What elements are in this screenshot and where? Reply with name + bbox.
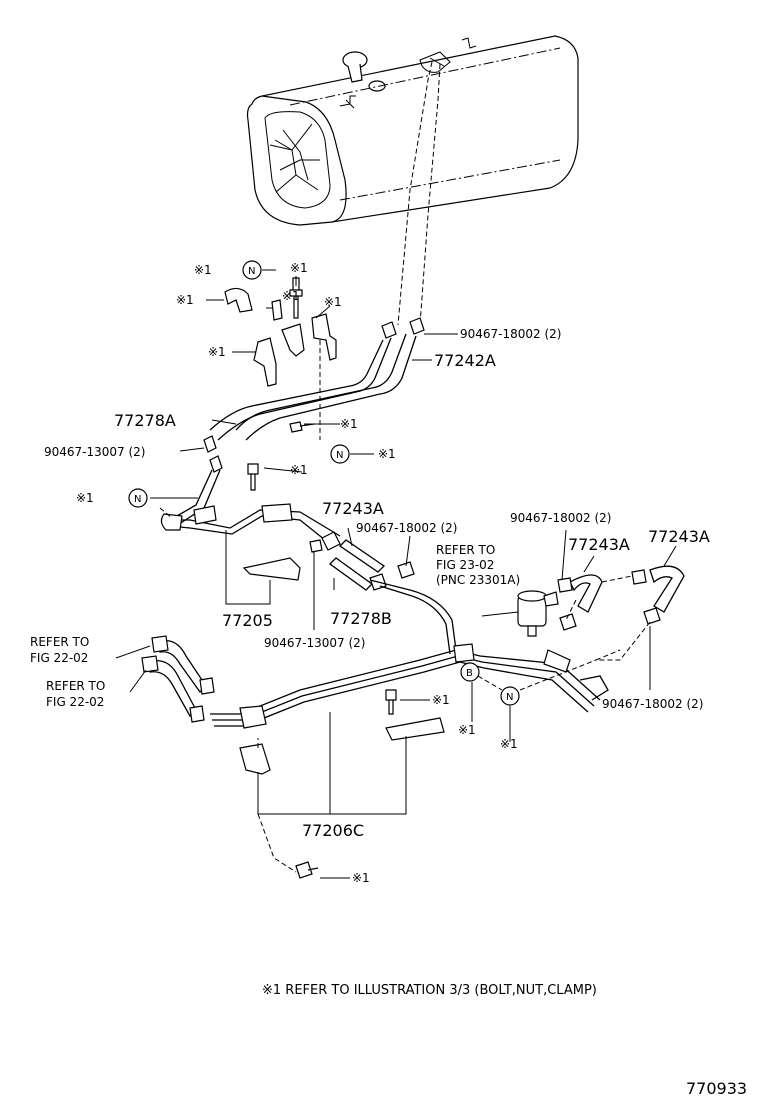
nut-n-icon-3 (128, 488, 148, 508)
nut-n-icon-4 (500, 686, 520, 706)
fuel-tank (246, 35, 579, 226)
n-letter-2: N (336, 450, 343, 461)
ref-mark-12: ※1 (458, 723, 476, 737)
ref-mark-7: ※1 (340, 417, 358, 431)
label-90467-13007-top: 90467-13007 (2) (44, 445, 146, 459)
refer-fig22b-line1: REFER TO (46, 679, 105, 693)
circle-letters: N N N B N (134, 266, 513, 703)
label-90467-18002-right: 90467-18002 (2) (510, 511, 612, 525)
ref-marks: ※1 ※1 ※1 ※1 ※1 ※1 ※1 ※1 ※1 ※1 ※1 ※1 ※1 ※… (76, 261, 518, 885)
ref-mark-14: ※1 (352, 871, 370, 885)
hoses-mid (309, 531, 415, 591)
refer-fig22b-line2: FIG 22-02 (46, 695, 104, 709)
ref-mark-10: ※1 (76, 491, 94, 505)
ref-mark-11: ※1 (432, 693, 450, 707)
bolt-b-icon (460, 662, 480, 682)
pipes-77242A-77278A (203, 317, 425, 473)
nut-n-icon-2 (330, 444, 350, 464)
label-77242A: 77242A (434, 351, 496, 370)
leader-lines (115, 269, 677, 879)
label-77205: 77205 (222, 611, 273, 630)
refer-fig22a-line2: FIG 22-02 (30, 651, 88, 665)
refer-fig23-line1: REFER TO (436, 543, 495, 557)
ref-mark-3: ※1 (176, 293, 194, 307)
footer: ※1 REFER TO ILLUSTRATION 3/3 (BOLT,NUT,C… (262, 983, 747, 1098)
ref-mark-6: ※1 (208, 345, 226, 359)
reference-labels: REFER TO FIG 23-02 (PNC 23301A) REFER TO… (30, 543, 520, 709)
diagram-id: 770933 (686, 1079, 747, 1098)
label-77206C: 77206C (302, 821, 364, 840)
b-letter: B (466, 668, 473, 679)
n-letter-3: N (134, 494, 141, 505)
refer-fig23-line3: (PNC 23301A) (436, 573, 520, 587)
refer-fig22a-line1: REFER TO (30, 635, 89, 649)
n-letter-4: N (506, 692, 513, 703)
label-77278B: 77278B (330, 609, 392, 628)
label-90467-18002-br: 90467-18002 (2) (602, 697, 704, 711)
n-letter-1: N (248, 266, 255, 277)
label-77243A-r2: 77243A (648, 527, 710, 546)
footer-note: ※1 REFER TO ILLUSTRATION 3/3 (BOLT,NUT,C… (262, 983, 597, 998)
ref-mark-1: ※1 (194, 263, 212, 277)
ref-mark-4: ※1 (282, 289, 300, 303)
tank-line-guides (397, 61, 441, 326)
canister-assembly (481, 565, 685, 701)
nut-n-icon-1 (242, 260, 262, 280)
part-labels: 90467-18002 (2) 77242A 77278A 90467-1300… (44, 327, 710, 840)
ref-mark-9: ※1 (290, 463, 308, 477)
assembly-77205 (128, 463, 341, 605)
ref-mark-8: ※1 (378, 447, 396, 461)
ref-mark-13: ※1 (500, 737, 518, 751)
label-90467-18002-top: 90467-18002 (2) (460, 327, 562, 341)
ref-mark-5: ※1 (324, 295, 342, 309)
upper-brackets (224, 260, 337, 440)
refer-fig23-line2: FIG 23-02 (436, 558, 494, 572)
label-77243A-mid: 77243A (322, 499, 384, 518)
label-77243A-r1: 77243A (568, 535, 630, 554)
pipes-77206C (210, 579, 621, 879)
ref-mark-2: ※1 (290, 261, 308, 275)
label-90467-13007-bot: 90467-13007 (2) (264, 636, 366, 650)
hoses-left (141, 635, 215, 723)
label-90467-18002-mid: 90467-18002 (2) (356, 521, 458, 535)
label-77278A: 77278A (114, 411, 176, 430)
